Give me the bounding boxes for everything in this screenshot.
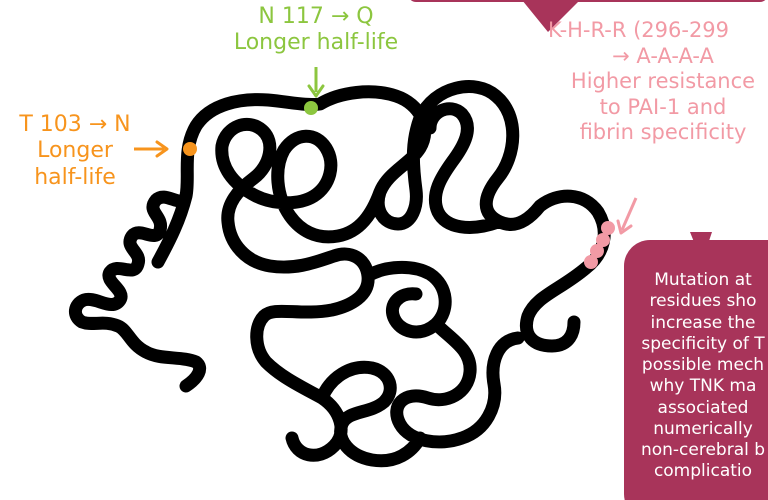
callout-line: possible mech: [614, 355, 768, 376]
t103-residue-marker: [183, 142, 197, 156]
callout-line: associated: [614, 398, 768, 419]
callout-line: increase the: [614, 313, 768, 334]
khrr-mutation-label: K-H-R-R (296-299: [548, 18, 768, 44]
n117-annotation: N 117 → Q Longer half-life: [216, 4, 416, 57]
khrr-effect-line3: fibrin specificity: [548, 120, 768, 146]
khrr-mutation-target: → A-A-A-A: [548, 44, 768, 70]
n117-arrow: [309, 67, 323, 96]
n117-residue-marker: [304, 101, 318, 115]
callout-line: complicatio: [614, 461, 768, 482]
t103-effect-line2: half-life: [10, 165, 140, 191]
khrr-annotation: K-H-R-R (296-299 → A-A-A-A Higher resist…: [548, 18, 768, 146]
khrr-residue-marker: [584, 255, 598, 269]
khrr-effect-line1: Higher resistance: [548, 69, 768, 95]
khrr-effect-line2: to PAI-1 and: [548, 95, 768, 121]
callout-line: Mutation at: [614, 270, 768, 291]
top-callout-box: [408, 0, 768, 2]
callout-line: specificity of T: [614, 334, 768, 355]
t103-annotation: T 103 → N Longer half-life: [10, 112, 140, 191]
khrr-residue-marker: [601, 221, 615, 235]
callout-text: Mutation at residues sho increase the sp…: [614, 270, 768, 483]
n117-mutation-label: N 117 → Q: [216, 4, 416, 30]
n117-effect-label: Longer half-life: [216, 30, 416, 56]
t103-effect-line1: Longer: [10, 138, 140, 164]
khrr-arrow: [618, 198, 636, 233]
t103-mutation-label: T 103 → N: [10, 112, 140, 138]
callout-line: why TNK ma: [614, 376, 768, 397]
callout-line: numerically: [614, 419, 768, 440]
callout-line: non-cerebral b: [614, 440, 768, 461]
protein-strand: [75, 87, 604, 461]
callout-line: residues sho: [614, 291, 768, 312]
